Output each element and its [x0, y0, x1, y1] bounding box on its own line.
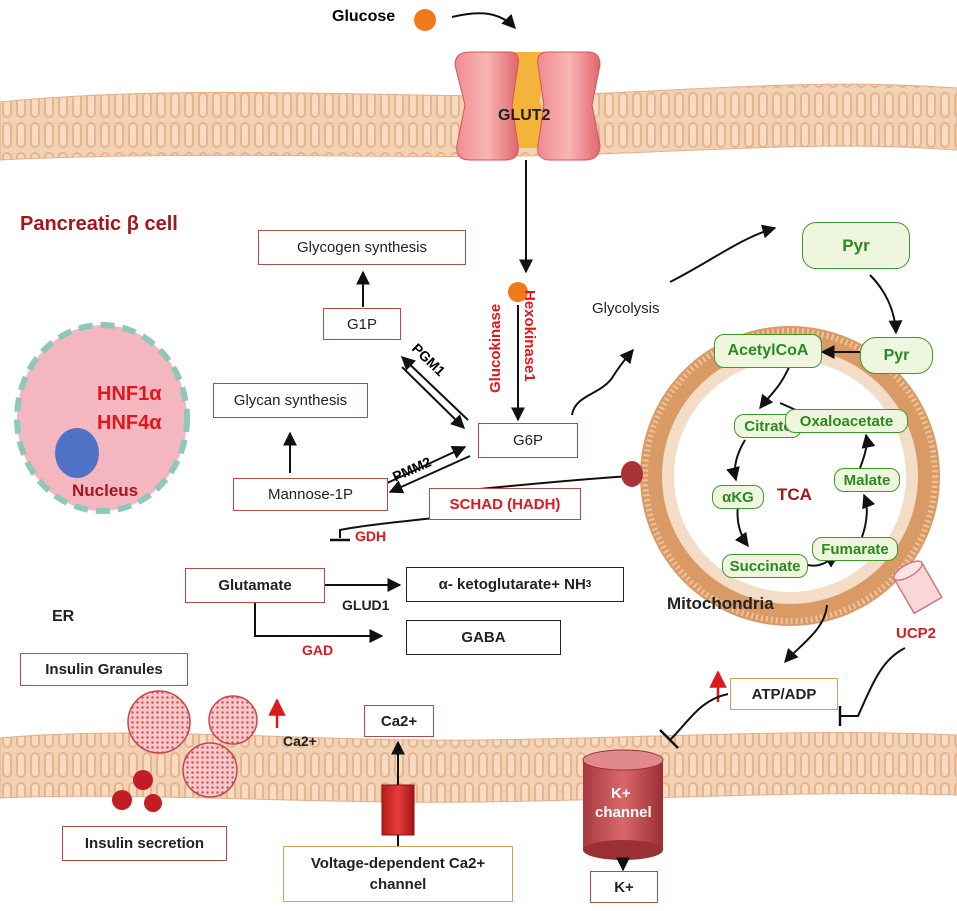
- mito-channel: [621, 461, 643, 487]
- acetylcoa-node: AcetylCoA: [714, 334, 822, 368]
- hexokinase1-label: Hexokinase1: [521, 290, 538, 382]
- g6p-box: G6P: [478, 423, 578, 458]
- vdcc-line1: Voltage-dependent Ca2+: [310, 855, 486, 872]
- ca-channel: [381, 784, 415, 836]
- glutamate-box: Glutamate: [185, 568, 325, 603]
- succinate-node: Succinate: [722, 554, 808, 578]
- mitochondria-label: Mitochondria: [667, 594, 774, 613]
- ucp2-label: UCP2: [896, 625, 937, 642]
- glucokinase-label: Glucokinase: [487, 303, 504, 393]
- insulin-vesicle-3: [144, 794, 162, 812]
- insulin-vesicle-1: [133, 770, 153, 790]
- glucose-label: Glucose: [332, 8, 396, 25]
- bottom-membrane: [0, 732, 957, 803]
- glud1-label: GLUD1: [342, 597, 390, 613]
- g1p-box: G1P: [323, 308, 401, 340]
- k-channel-line1: K+: [611, 785, 631, 802]
- akg-product-subscript: 3: [585, 579, 592, 590]
- cell-title: Pancreatic β cell: [20, 213, 178, 235]
- glycolysis-label: Glycolysis: [592, 300, 660, 317]
- akg-node: αKG: [712, 485, 764, 509]
- glycan-synthesis-box: Glycan synthesis: [213, 383, 368, 418]
- hnf1a-label: HNF1α: [97, 383, 162, 405]
- insulin-granule-large: [127, 690, 191, 754]
- k-channel: [582, 749, 664, 860]
- gdh-label: GDH: [355, 528, 387, 544]
- ca-out-box: Ca2+: [364, 705, 434, 737]
- oxaloacetate-node: Oxaloacetate: [785, 409, 908, 433]
- ca-signal-label: Ca2+: [283, 733, 317, 749]
- gad-label: GAD: [302, 642, 334, 658]
- er-label: ER: [52, 608, 75, 625]
- atp-adp-box: ATP/ADP: [730, 678, 838, 710]
- glut2-transporter: [454, 51, 601, 161]
- gaba-box: GABA: [406, 620, 561, 655]
- k-out-box: K+: [590, 871, 658, 903]
- glut2-label: GLUT2: [498, 107, 551, 124]
- schad-box: SCHAD (HADH): [429, 488, 581, 520]
- pyr-inner: Pyr: [860, 337, 933, 374]
- glycogen-synthesis-box: Glycogen synthesis: [258, 230, 466, 265]
- tca-label: TCA: [777, 485, 812, 504]
- insulin-granule-medium: [208, 695, 258, 745]
- hnf4a-label: HNF4α: [97, 412, 162, 434]
- glucose-molecule: [414, 9, 436, 31]
- mannose-1p-box: Mannose-1P: [233, 478, 388, 511]
- insulin-secretion-box: Insulin secretion: [62, 826, 227, 861]
- vdcc-box: Voltage-dependent Ca2+ channel: [283, 846, 513, 902]
- ucp2-channel: [893, 560, 943, 615]
- vdcc-line2: channel: [369, 876, 427, 893]
- pyr-outer: Pyr: [802, 222, 910, 269]
- nucleus-label: Nucleus: [72, 481, 139, 500]
- insulin-vesicle-2: [112, 790, 132, 810]
- insulin-granules-box: Insulin Granules: [20, 653, 188, 686]
- malate-node: Malate: [834, 468, 900, 492]
- glucose-inside: [508, 282, 528, 302]
- insulin-granule-bottom: [182, 742, 238, 798]
- akg-product-text: α- ketoglutarate+ NH: [438, 576, 586, 593]
- fumarate-node: Fumarate: [812, 537, 898, 561]
- nucleolus: [55, 428, 99, 478]
- k-channel-line2: channel: [595, 804, 652, 821]
